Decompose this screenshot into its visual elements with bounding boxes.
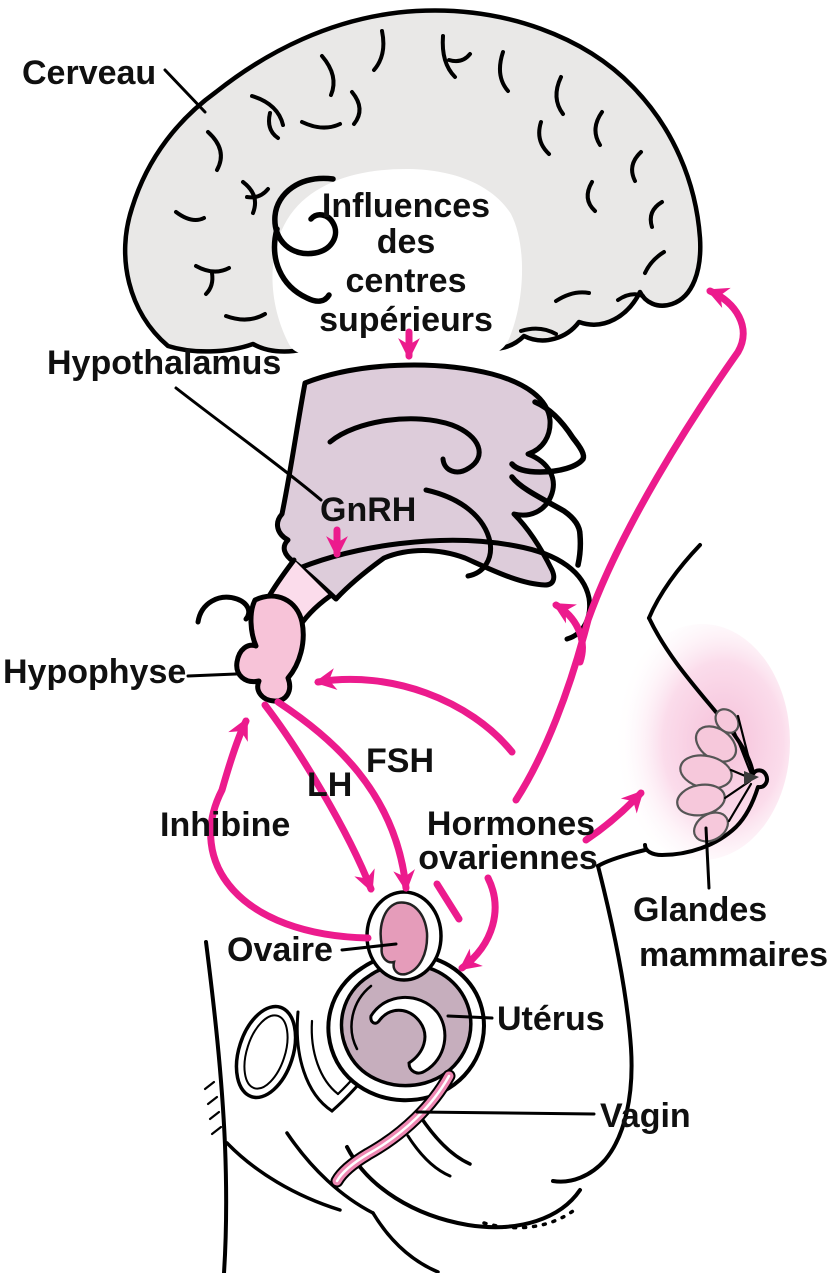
arrow-feedback-to-cerveau	[512, 287, 747, 804]
label-uterus: Utérus	[497, 1000, 605, 1038]
under-breast-line	[596, 848, 647, 868]
mammary-lobes	[676, 708, 740, 843]
arrow-fsh-to-ovaire	[274, 698, 415, 892]
hypophyse-pointer	[186, 672, 238, 678]
label-hypothalamus: Hypothalamus	[47, 344, 281, 382]
glandes-mammaires-pointer	[704, 826, 711, 890]
arrow-hormones-to-uterus-dash	[433, 880, 463, 923]
svg-text:mammaires: mammaires	[639, 936, 828, 974]
label-hormones-ovariennes: Hormones ovariennes	[418, 805, 598, 877]
label-pointer-lines	[163, 68, 711, 1116]
uterus-body	[339, 962, 473, 1088]
label-vagin: Vagin	[600, 1097, 691, 1135]
cerveau-pointer	[163, 68, 207, 114]
uterus-cavity	[369, 996, 447, 1075]
abdomen-left-contour	[204, 940, 229, 1273]
label-ovaire: Ovaire	[227, 931, 333, 969]
label-lh: LH	[307, 766, 352, 804]
label-influences-centres-superieurs: Influences des centres supérieurs	[319, 187, 493, 339]
svg-text:Glandes: Glandes	[633, 891, 767, 929]
pituitary-gland	[234, 593, 306, 704]
midbrain-profile	[509, 399, 587, 568]
arrow-hormones-to-glandes-mammaires	[582, 789, 645, 844]
svg-text:Hormones: Hormones	[427, 805, 595, 843]
uterus-pointer	[446, 1014, 494, 1020]
vagina-canal	[330, 1069, 456, 1188]
arrow-feedback-to-hypophyse	[314, 668, 516, 756]
label-cerveau: Cerveau	[22, 54, 156, 92]
svg-text:Influences: Influences	[322, 187, 490, 225]
svg-text:supérieurs: supérieurs	[319, 301, 493, 339]
label-inhibine: Inhibine	[160, 806, 290, 844]
hatch-ticks	[203, 1080, 223, 1136]
brain-inner-white-region	[272, 169, 523, 356]
bladder-shape	[234, 1004, 298, 1100]
buttock-curve	[345, 1145, 582, 1230]
svg-text:ovariennes: ovariennes	[418, 839, 598, 877]
vagin-pointer	[415, 1110, 596, 1116]
torso-right-contour	[551, 864, 634, 1184]
arrow-hormones-to-uterus	[458, 874, 499, 972]
label-glandes-mammaires: Glandes mammaires	[633, 891, 828, 974]
myometrium-line	[350, 984, 373, 1051]
hypothalamus-shape	[274, 362, 557, 602]
pelvis-detail-lines	[225, 1114, 575, 1273]
label-gnrh: GnRH	[320, 491, 416, 529]
brain-sulci	[174, 29, 666, 336]
bladder-inner-line	[243, 1014, 289, 1090]
svg-text:des: des	[377, 223, 436, 261]
nipple-wedge	[744, 771, 759, 785]
corpus-callosum-curl	[271, 175, 339, 304]
label-fsh: FSH	[366, 742, 434, 780]
arrow-inhibine-to-hypophyse	[207, 717, 372, 942]
ovary-body	[379, 901, 429, 976]
arrow-lh-to-ovaire	[261, 701, 375, 893]
hypothalamus-pointer	[174, 386, 323, 502]
pelvis-body-outlines	[204, 543, 702, 1273]
shoulder-line	[647, 543, 702, 620]
ovaire-pointer	[340, 942, 398, 952]
label-hypophyse: Hypophyse	[3, 653, 186, 691]
svg-text:centres: centres	[346, 262, 467, 300]
